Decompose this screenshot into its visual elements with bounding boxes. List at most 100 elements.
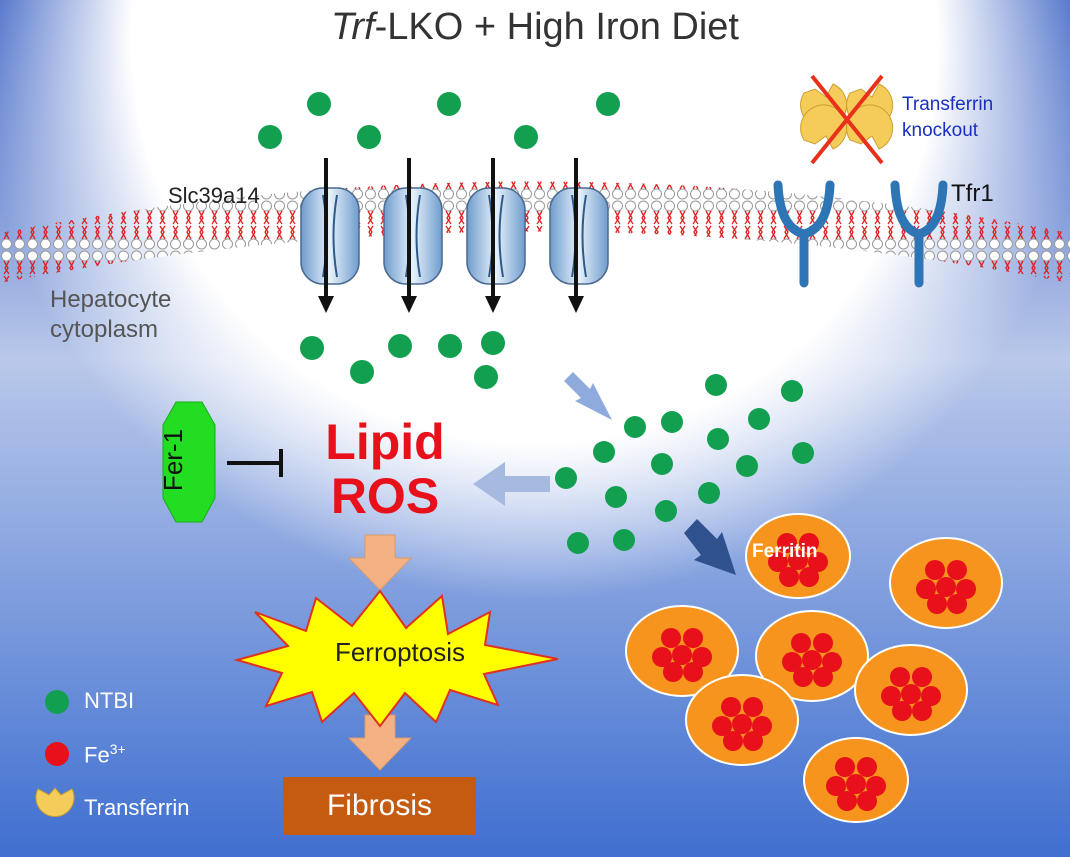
ntbi-dot bbox=[481, 331, 505, 355]
ntbi-dot bbox=[307, 92, 331, 116]
fe3-dot bbox=[835, 757, 855, 777]
fe3-dot bbox=[901, 684, 921, 704]
ntbi-dot bbox=[661, 411, 683, 433]
extracellular-ntbi-dots bbox=[258, 92, 620, 149]
fe3-dot bbox=[652, 647, 672, 667]
legend-ntbi-marker bbox=[45, 690, 69, 714]
cell-membrane bbox=[0, 181, 1070, 283]
arrow-to-ferritin bbox=[684, 519, 736, 575]
fe3-dot bbox=[881, 686, 901, 706]
fibrosis-box: Fibrosis bbox=[283, 777, 476, 835]
fe3-dot bbox=[799, 533, 819, 553]
fe3-dot bbox=[912, 701, 932, 721]
fe3-dot bbox=[683, 662, 703, 682]
ntbi-dot bbox=[748, 408, 770, 430]
ntbi-dot bbox=[655, 500, 677, 522]
ntbi-dot bbox=[567, 532, 589, 554]
ntbi-dot bbox=[388, 334, 412, 358]
fe3-dot bbox=[916, 579, 936, 599]
legend-transferrin-label: Transferrin bbox=[84, 795, 190, 820]
slc39a14-channel bbox=[383, 187, 443, 285]
fe3-dot bbox=[813, 667, 833, 687]
knockout-x bbox=[810, 74, 884, 165]
fer1-inhibitor-shape bbox=[162, 401, 216, 523]
inhibition-symbol bbox=[227, 449, 283, 477]
legend-fe3-label: Fe3+ bbox=[84, 741, 126, 768]
fe3-dot bbox=[927, 594, 947, 614]
fe3-dot bbox=[912, 667, 932, 687]
fe3-dot bbox=[743, 697, 763, 717]
fer1-label: Fer-1 bbox=[158, 428, 188, 492]
fe3-dot bbox=[822, 652, 842, 672]
ntbi-dot bbox=[514, 125, 538, 149]
fe3-dot bbox=[857, 791, 877, 811]
fe3-dot bbox=[732, 714, 752, 734]
ntbi-dot bbox=[437, 92, 461, 116]
legend-transferrin-marker bbox=[35, 787, 75, 817]
tfr1-receptor bbox=[773, 180, 835, 288]
ferritin-particles bbox=[625, 513, 1003, 823]
ntbi-dot bbox=[781, 380, 803, 402]
pathway-arrows bbox=[473, 372, 736, 575]
fe3-dot bbox=[723, 731, 743, 751]
fe3-dot bbox=[956, 579, 976, 599]
fe3-dot bbox=[799, 567, 819, 587]
ferroptosis-label: Ferroptosis bbox=[334, 637, 466, 667]
fe3-dot bbox=[837, 791, 857, 811]
slc39a14-label: Slc39a14 bbox=[168, 183, 260, 208]
fe3-dot bbox=[743, 731, 763, 751]
slc39a14-channels bbox=[300, 187, 609, 285]
tfr1-label: Tfr1 bbox=[951, 180, 994, 207]
diagram-title: Trf-LKO + High Iron Diet bbox=[331, 6, 739, 48]
uptake-arrows bbox=[318, 158, 584, 313]
transferrin-knockout-label: Transferrin knockout bbox=[902, 94, 994, 141]
fe3-dot bbox=[857, 757, 877, 777]
fe3-dot bbox=[663, 662, 683, 682]
fe3-dot bbox=[788, 550, 808, 570]
fe3-dot bbox=[782, 652, 802, 672]
fe3-dot bbox=[921, 686, 941, 706]
slc39a14-channel bbox=[300, 187, 360, 285]
fe3-dot bbox=[721, 697, 741, 717]
fe3-dot bbox=[779, 567, 799, 587]
ntbi-dot bbox=[474, 365, 498, 389]
uptake-arrow bbox=[318, 158, 334, 313]
uptake-arrow bbox=[401, 158, 417, 313]
hepatocyte-cytoplasm-label: Hepatocyte cytoplasm bbox=[50, 286, 172, 343]
ferroptosis-starburst bbox=[233, 589, 559, 728]
fe3-dot bbox=[752, 716, 772, 736]
uptake-arrow bbox=[485, 158, 501, 313]
process-arrow-to-fibrosis bbox=[347, 714, 413, 771]
fe3-dot bbox=[791, 633, 811, 653]
transferrin-knockout bbox=[800, 74, 894, 165]
lipid-ros-label: Lipid ROS bbox=[325, 414, 445, 524]
ntbi-dot bbox=[350, 360, 374, 384]
tfr1-receptors bbox=[773, 180, 948, 288]
fe3-dot bbox=[892, 701, 912, 721]
legend-ntbi-label: NTBI bbox=[84, 688, 135, 713]
arrow-to-lipid-ros bbox=[473, 462, 550, 506]
fe3-dot bbox=[672, 645, 692, 665]
ntbi-dot bbox=[300, 336, 324, 360]
fe3-dot bbox=[936, 577, 956, 597]
ntbi-dot bbox=[555, 467, 577, 489]
fe3-dot bbox=[925, 560, 945, 580]
fe3-dot bbox=[768, 552, 788, 572]
uptake-arrow bbox=[568, 158, 584, 313]
fe3-dot bbox=[813, 633, 833, 653]
cytoplasmic-ntbi-dots bbox=[300, 331, 814, 554]
slc39a14-channel bbox=[466, 187, 526, 285]
fe3-dot bbox=[793, 667, 813, 687]
fe3-dot bbox=[661, 628, 681, 648]
fe3-dot bbox=[777, 533, 797, 553]
fe3-dot bbox=[826, 776, 846, 796]
fe3-dot bbox=[890, 667, 910, 687]
ntbi-dot bbox=[438, 334, 462, 358]
ntbi-dot bbox=[651, 453, 673, 475]
fe3-dot bbox=[683, 628, 703, 648]
ntbi-dot bbox=[613, 529, 635, 551]
fe3-dot bbox=[866, 776, 886, 796]
slc39a14-channel bbox=[549, 187, 609, 285]
ntbi-dot bbox=[705, 374, 727, 396]
